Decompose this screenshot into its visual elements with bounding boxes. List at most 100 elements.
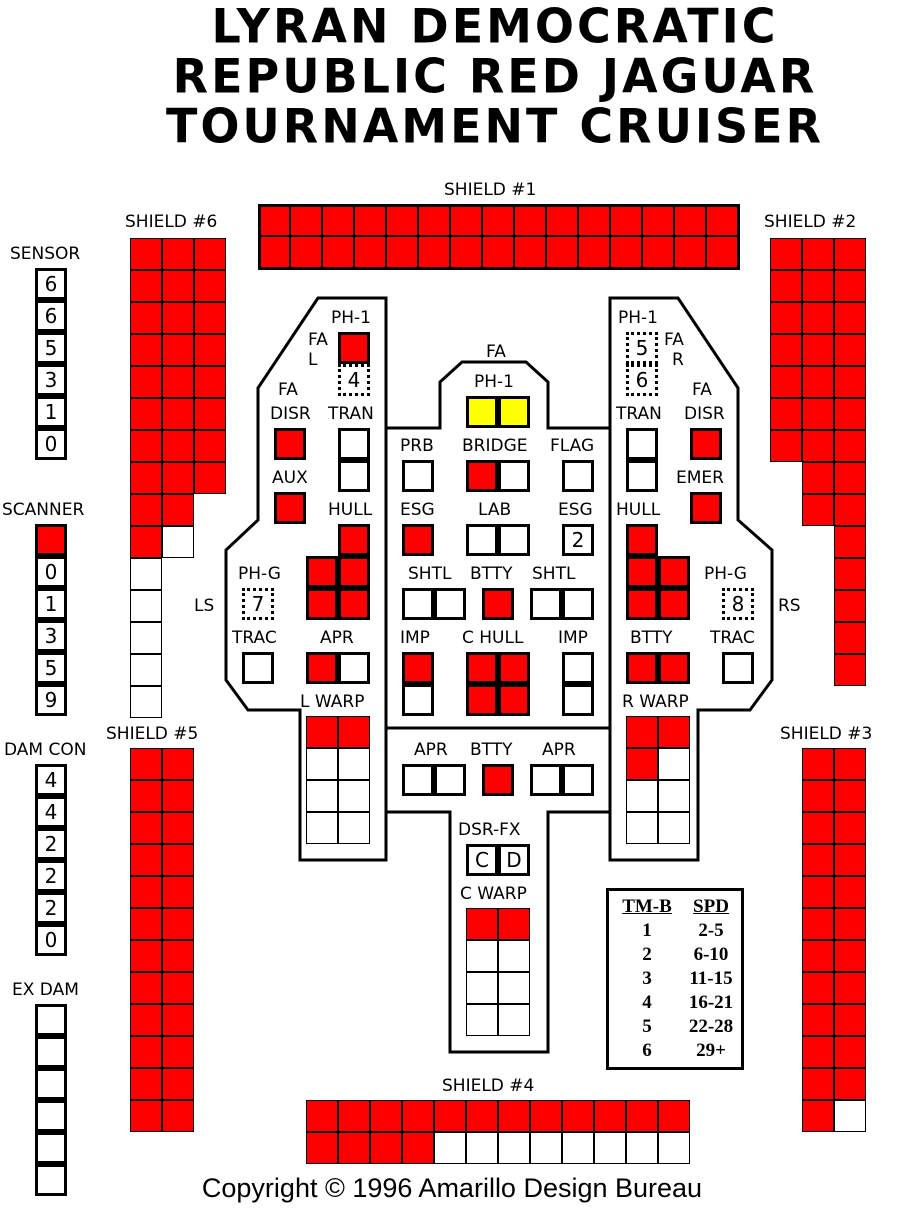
rwarp-box[interactable] (658, 812, 690, 844)
tran-r-box-1[interactable] (626, 428, 658, 460)
lwarp-box[interactable] (306, 780, 338, 812)
apr-l-box-2[interactable] (338, 652, 370, 684)
chull-box-2[interactable] (498, 652, 530, 684)
hull-r-box-3[interactable] (658, 556, 690, 588)
shield-6-box[interactable] (162, 270, 194, 302)
ph1-far-box-1[interactable]: 5 (626, 332, 658, 364)
cwarp-box[interactable] (498, 908, 530, 940)
shield-6-box[interactable] (162, 366, 194, 398)
shield-2-box[interactable] (802, 462, 834, 494)
shield-4-box[interactable] (434, 1100, 466, 1132)
shield-6-box[interactable] (130, 494, 162, 526)
shield-2-box[interactable] (834, 494, 866, 526)
shield-6-box[interactable] (194, 302, 226, 334)
bridge-box-1[interactable] (466, 460, 498, 492)
shield-1-box[interactable] (482, 236, 514, 268)
shield-6-box[interactable] (162, 526, 194, 558)
shield-2-box[interactable] (834, 622, 866, 654)
shield-2-box[interactable] (802, 366, 834, 398)
shield-1-box[interactable] (450, 204, 482, 236)
chull-box-3[interactable] (466, 684, 498, 716)
exdam-track-box[interactable] (35, 1068, 67, 1100)
ph1-fa-box-1[interactable] (466, 396, 498, 428)
shield-2-box[interactable] (802, 302, 834, 334)
esg-l-box[interactable] (402, 524, 434, 556)
lwarp-box[interactable] (306, 748, 338, 780)
shield-4-box[interactable] (658, 1132, 690, 1164)
shield-5-box[interactable] (162, 1068, 194, 1100)
shield-5-box[interactable] (162, 940, 194, 972)
shield-2-box[interactable] (770, 366, 802, 398)
shield-2-box[interactable] (834, 238, 866, 270)
shield-4-box[interactable] (498, 1132, 530, 1164)
ph1-fa-box-2[interactable] (498, 396, 530, 428)
shtl-r-box-2[interactable] (562, 588, 594, 620)
shield-1-box[interactable] (674, 236, 706, 268)
shield-2-box[interactable] (802, 494, 834, 526)
shield-2-box[interactable] (802, 398, 834, 430)
damcon-track-box[interactable]: 4 (35, 764, 67, 796)
shield-2-box[interactable] (834, 558, 866, 590)
dsrfx-box-c[interactable]: C (466, 844, 498, 876)
shield-6-box[interactable] (162, 238, 194, 270)
shield-1-box[interactable] (290, 204, 322, 236)
shield-6-box[interactable] (130, 270, 162, 302)
tran-r-box-2[interactable] (626, 460, 658, 492)
shield-2-box[interactable] (834, 526, 866, 558)
shield-6-box[interactable] (130, 334, 162, 366)
btty-b-box[interactable] (482, 764, 514, 796)
shield-4-box[interactable] (306, 1132, 338, 1164)
shield-5-box[interactable] (162, 844, 194, 876)
shield-4-box[interactable] (626, 1132, 658, 1164)
shield-6-box[interactable] (194, 270, 226, 302)
cwarp-box[interactable] (498, 972, 530, 1004)
hull-l-box-1[interactable] (338, 524, 370, 556)
shield-2-box[interactable] (770, 238, 802, 270)
btty-c-box[interactable] (482, 588, 514, 620)
shield-3-box[interactable] (802, 972, 834, 1004)
shield-1-box[interactable] (706, 236, 738, 268)
shield-4-box[interactable] (338, 1100, 370, 1132)
cwarp-box[interactable] (466, 972, 498, 1004)
scanner-track-box[interactable] (35, 524, 67, 556)
shield-4-box[interactable] (434, 1132, 466, 1164)
phg-l-box[interactable]: 7 (242, 588, 274, 620)
shield-4-box[interactable] (466, 1100, 498, 1132)
scanner-track-box[interactable]: 0 (35, 556, 67, 588)
shield-1-box[interactable] (706, 204, 738, 236)
shield-3-box[interactable] (802, 812, 834, 844)
shield-2-box[interactable] (834, 398, 866, 430)
shtl-l-box-1[interactable] (402, 588, 434, 620)
shield-6-box[interactable] (194, 430, 226, 462)
shield-2-box[interactable] (770, 430, 802, 462)
shield-1-box[interactable] (386, 236, 418, 268)
esg-r-box[interactable]: 2 (562, 524, 594, 556)
hull-r-box-1[interactable] (626, 524, 658, 556)
shield-6-box[interactable] (162, 494, 194, 526)
bridge-box-2[interactable] (498, 460, 530, 492)
shield-4-box[interactable] (466, 1132, 498, 1164)
exdam-track-box[interactable] (35, 1036, 67, 1068)
lab-box-1[interactable] (466, 524, 498, 556)
chull-box-4[interactable] (498, 684, 530, 716)
trac-r-box[interactable] (722, 652, 754, 684)
rwarp-box[interactable] (626, 812, 658, 844)
scanner-track-box[interactable]: 9 (35, 684, 67, 716)
exdam-track-box[interactable] (35, 1132, 67, 1164)
shield-3-box[interactable] (802, 940, 834, 972)
shield-1-box[interactable] (674, 204, 706, 236)
tran-l-box-2[interactable] (338, 460, 370, 492)
apr-b2-box-1[interactable] (530, 764, 562, 796)
shield-3-box[interactable] (802, 844, 834, 876)
prb-box[interactable] (402, 460, 434, 492)
shield-3-box[interactable] (802, 748, 834, 780)
shield-2-box[interactable] (834, 462, 866, 494)
rwarp-box[interactable] (658, 748, 690, 780)
shield-2-box[interactable] (834, 590, 866, 622)
exdam-track-box[interactable] (35, 1004, 67, 1036)
imp-r-box-1[interactable] (562, 652, 594, 684)
shield-3-box[interactable] (802, 1068, 834, 1100)
phg-r-box[interactable]: 8 (722, 588, 754, 620)
shield-1-box[interactable] (610, 204, 642, 236)
shield-3-box[interactable] (802, 1100, 834, 1132)
